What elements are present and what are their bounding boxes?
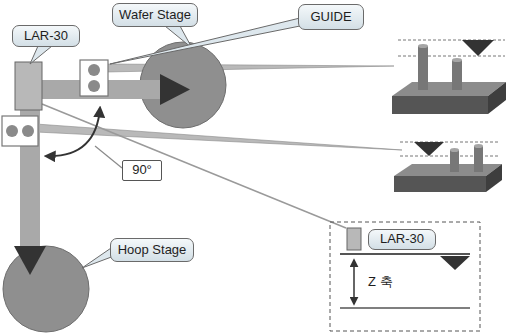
sensor-target (440, 256, 470, 270)
guide-pin (450, 150, 459, 172)
angle-label: 90° (122, 160, 162, 181)
roller (22, 125, 34, 137)
roller (88, 64, 100, 76)
guide-block (392, 96, 488, 114)
roller (88, 80, 100, 92)
base-line (340, 307, 470, 309)
guide-pin (418, 44, 428, 48)
rotation-arc (46, 108, 100, 156)
callout-label: LAR-30 (368, 229, 436, 250)
callout-tail (30, 46, 52, 64)
guide-block (392, 82, 506, 96)
roller-guide (80, 60, 108, 96)
roller-guide (2, 116, 38, 146)
guide-pin (450, 148, 459, 152)
label-text: LAR-30 (380, 232, 424, 247)
guide-pin (452, 60, 462, 90)
roller (6, 125, 18, 137)
plate (340, 253, 470, 255)
callout-label: Hoop Stage (110, 238, 194, 262)
sensor-target (462, 40, 494, 56)
guide-line (398, 56, 505, 57)
guide-block (486, 164, 502, 192)
guide-block (488, 82, 506, 114)
x-arrow-head (160, 74, 190, 105)
axis-label: Z 축 (366, 274, 395, 290)
guide-pin (418, 46, 428, 90)
actuator-box (15, 62, 42, 110)
label-text: Z 축 (368, 275, 393, 290)
actuator-box (347, 228, 361, 250)
leader-line (95, 146, 122, 168)
z-axis-arrow (353, 260, 355, 304)
inset-frame (330, 222, 480, 331)
label-text: LAR-30 (24, 29, 68, 44)
callout-label: Wafer Stage (112, 3, 198, 27)
hoop-stage-disc (3, 246, 89, 332)
y-arrow-head (14, 246, 46, 275)
sensor-target (414, 142, 444, 156)
label-text: 90° (132, 163, 152, 178)
guide-block (394, 176, 486, 192)
guide-pin (474, 144, 483, 148)
callout-label: GUIDE (298, 4, 364, 30)
callout-label: LAR-30 (12, 25, 80, 47)
guide-block (394, 164, 502, 176)
guide-pin (452, 58, 462, 62)
label-text: GUIDE (310, 10, 351, 25)
guide-pin (474, 146, 483, 172)
label-text: Wafer Stage (119, 8, 191, 23)
label-text: Hoop Stage (118, 243, 187, 258)
